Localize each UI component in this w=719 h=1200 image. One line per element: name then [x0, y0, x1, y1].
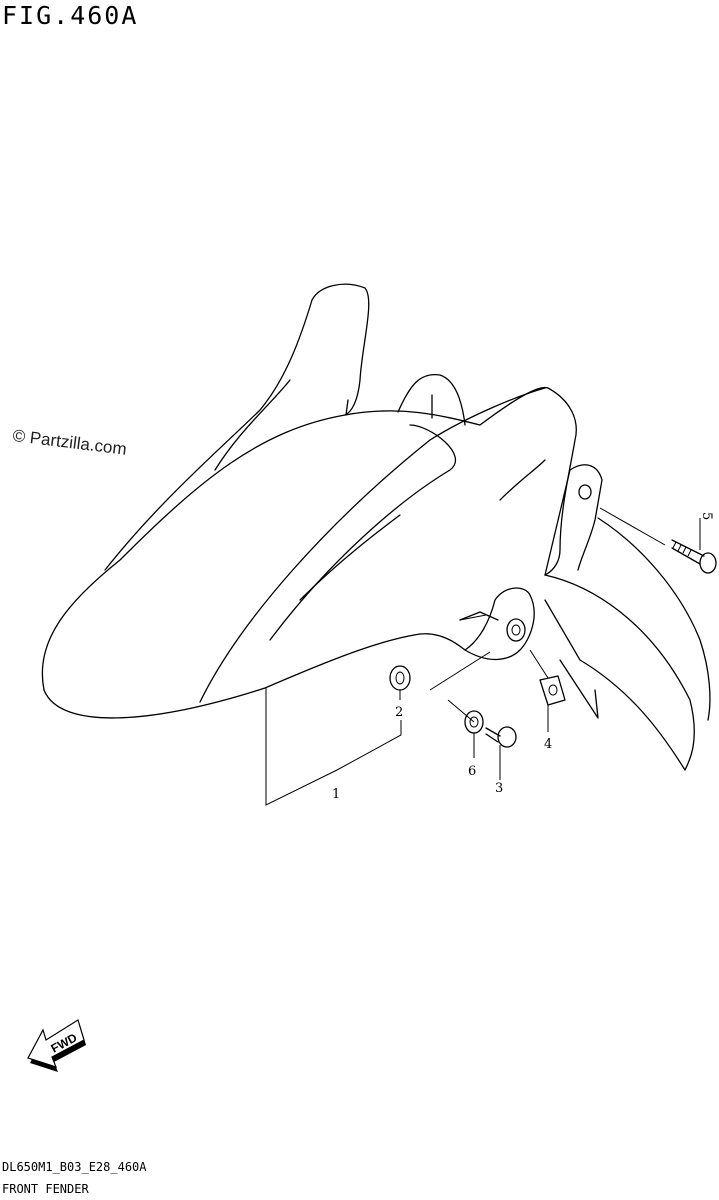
callout-6: 6: [468, 764, 476, 779]
callout-2: 2: [395, 705, 403, 720]
fwd-arrow-icon: FWD: [27, 1019, 86, 1072]
front-fender[interactable]: [41, 283, 711, 771]
diagram-code: DL650M1_B03_E28_460A: [2, 1160, 147, 1174]
leader-lines: [265, 507, 701, 806]
callout-1: 1: [332, 787, 340, 802]
part-4-nut[interactable]: [539, 675, 566, 706]
part-3-screw[interactable]: [485, 726, 517, 748]
part-5-bolt[interactable]: [578, 484, 717, 574]
callout-4: 4: [544, 737, 552, 752]
callout-5: 5: [699, 512, 714, 520]
part-2-grommet[interactable]: [389, 665, 411, 691]
diagram-name: FRONT FENDER: [2, 1182, 89, 1196]
callout-3: 3: [495, 781, 503, 796]
figure-title: FIG.460A: [2, 1, 139, 30]
